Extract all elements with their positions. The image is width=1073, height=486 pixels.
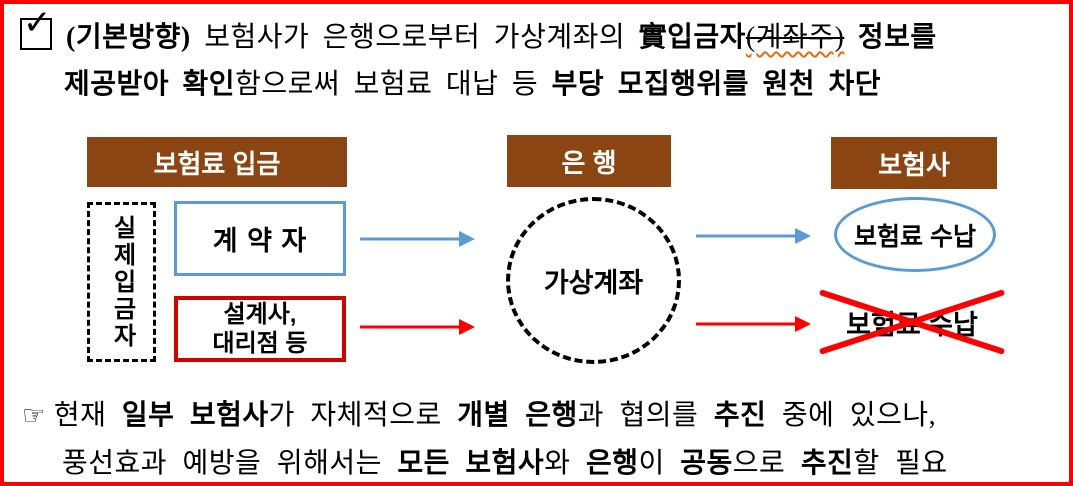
actual-depositor-term: 實입금자 xyxy=(638,22,746,53)
bottom-note-text: 현재 xyxy=(53,400,122,431)
top-note-text: 보험사가 은행으로부터 가상계좌의 xyxy=(190,22,639,53)
bottom-note-text: 풍선효과 예방을 위해서는 xyxy=(62,448,398,479)
bottom-note-text: 중에 있으나, xyxy=(766,400,937,431)
top-note-bold: 제공받아 확인 xyxy=(64,69,236,100)
agent-label-line1: 설계사, xyxy=(223,301,297,328)
pointing-finger-icon: ☞ xyxy=(22,401,46,431)
column-header-bank: 은 행 xyxy=(507,135,671,187)
bottom-note-bold: 은행 xyxy=(585,448,639,479)
top-note: ✓(기본방향) 보험사가 은행으로부터 가상계좌의 實입금자(계좌주) 정보를 … xyxy=(20,6,1060,108)
bottom-note-bold: 추진 xyxy=(713,400,767,431)
bottom-note-bold: 모든 보험사 xyxy=(397,448,545,479)
top-note-line2: 제공받아 확인함으로써 보험료 대납 등 부당 모집행위를 원천 차단 xyxy=(20,61,1060,108)
bottom-note: ☞현재 일부 보험사가 자체적으로 개별 은행과 협의를 추진 중에 있으나, … xyxy=(22,392,1067,482)
agent-to-bank-red-arrow-icon xyxy=(360,319,475,335)
bottom-note-text: 가 자체적으로 xyxy=(268,400,458,431)
top-note-text: 함으로써 보험료 대납 등 xyxy=(235,69,552,100)
actual-depositor-label: 실제입금자 xyxy=(108,214,136,350)
bottom-note-text: 할 필요 xyxy=(853,448,948,479)
bottom-note-line1: ☞현재 일부 보험사가 자체적으로 개별 은행과 협의를 추진 중에 있으나, xyxy=(22,392,1067,440)
top-note-bold: 부당 모집행위를 원천 차단 xyxy=(551,69,882,100)
bottom-note-line2: 풍선효과 예방을 위해서는 모든 보험사와 은행이 공동으로 추진할 필요 xyxy=(22,440,1067,482)
info-label: 정보를 xyxy=(844,22,937,53)
bottom-note-text: 으로 xyxy=(732,448,801,479)
bank-to-insurer-blue-arrow-icon xyxy=(696,228,811,244)
account-holder-struck-text: (계좌주) xyxy=(745,22,845,53)
bottom-note-bold: 개별 은행 xyxy=(457,400,578,431)
actual-depositor-box: 실제입금자 xyxy=(87,202,156,362)
contractor-to-bank-blue-arrow-icon xyxy=(360,231,475,247)
receipt-rejected-label: 보험료 수납 xyxy=(818,289,1006,355)
checkbox-icon: ✓ xyxy=(20,6,52,50)
basic-direction-label: (기본방향) xyxy=(66,22,191,53)
bottom-note-text: 이 xyxy=(638,448,681,479)
virtual-account-circle: 가상계좌 xyxy=(506,197,681,364)
agent-label-line2: 대리점 등 xyxy=(212,330,308,357)
bank-to-insurer-red-arrow-icon xyxy=(696,316,811,332)
agent-box: 설계사, 대리점 등 xyxy=(174,296,346,362)
bottom-note-bold: 추진 xyxy=(800,448,854,479)
column-header-insurer: 보험사 xyxy=(831,137,997,189)
account-holder-note: (계좌주) xyxy=(746,22,844,53)
bottom-note-bold: 일부 보험사 xyxy=(121,400,269,431)
contractor-box: 계 약 자 xyxy=(174,201,346,276)
bottom-note-text: 와 xyxy=(544,448,586,479)
checkmark-icon: ✓ xyxy=(23,3,52,43)
receipt-accepted-ellipse: 보험료 수납 xyxy=(834,197,996,272)
bottom-note-text: 과 협의를 xyxy=(577,400,714,431)
column-header-premium-deposit: 보험료 입금 xyxy=(87,137,347,187)
top-note-line1: ✓ (기본방향) 보험사가 은행으로부터 가상계좌의 實입금자(계좌주) 정보를 xyxy=(20,6,1060,61)
bottom-note-bold: 공동 xyxy=(680,448,733,479)
